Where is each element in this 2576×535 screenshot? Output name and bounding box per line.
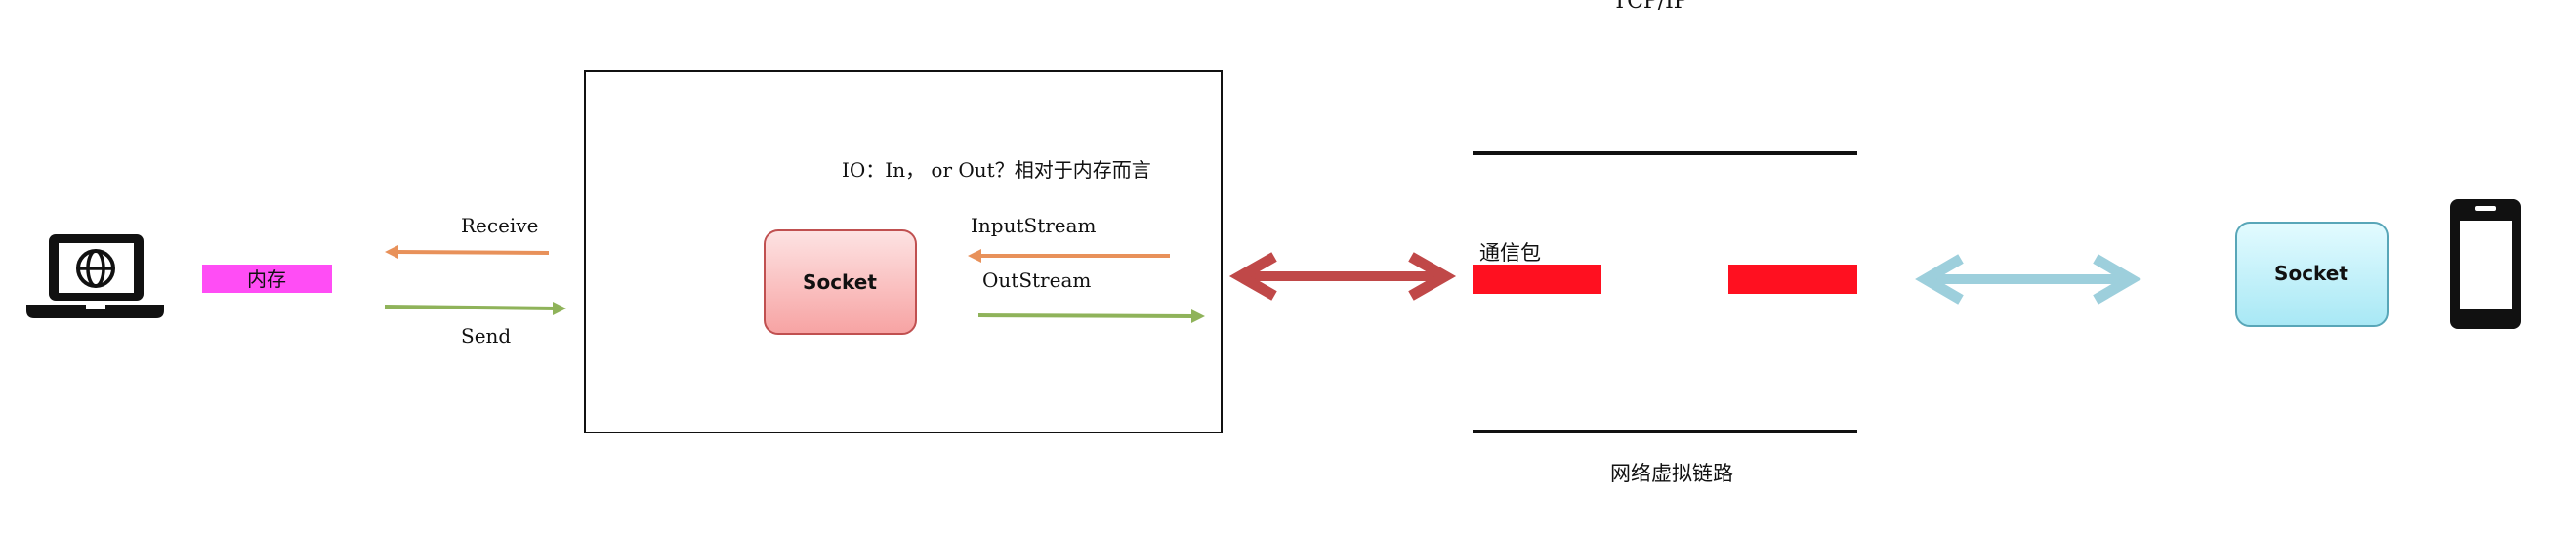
output-stream-arrow bbox=[977, 309, 1205, 323]
tcpip-label: TCP/IP bbox=[1612, 0, 1687, 14]
receive-arrow bbox=[385, 245, 550, 259]
packet-block-2 bbox=[1728, 265, 1857, 294]
memory-block: 内存 bbox=[202, 265, 332, 293]
io-note: IO：In， or Out？相对于内存而言 bbox=[842, 158, 1151, 182]
memory-label: 内存 bbox=[247, 268, 286, 291]
output-stream-label: OutStream bbox=[982, 268, 1091, 292]
virtual-link-label: 网络虚拟链路 bbox=[1610, 462, 1733, 485]
socket-left: Socket bbox=[764, 229, 917, 335]
send-label: Send bbox=[461, 324, 511, 348]
input-stream-arrow bbox=[968, 249, 1170, 263]
smartphone-icon bbox=[2450, 199, 2521, 329]
packet-block-1 bbox=[1473, 265, 1601, 294]
link-double-arrow-left bbox=[1228, 252, 1457, 301]
packet-label: 通信包 bbox=[1479, 241, 1541, 265]
send-arrow bbox=[384, 302, 566, 315]
input-stream-label: InputStream bbox=[971, 214, 1097, 237]
application-box bbox=[584, 70, 1223, 433]
socket-right-label: Socket bbox=[2274, 262, 2348, 285]
socket-right: Socket bbox=[2235, 222, 2389, 327]
receive-label: Receive bbox=[461, 214, 538, 237]
laptop-globe-icon bbox=[26, 234, 164, 318]
socket-left-label: Socket bbox=[803, 270, 877, 294]
link-double-arrow-right bbox=[1915, 254, 2141, 305]
